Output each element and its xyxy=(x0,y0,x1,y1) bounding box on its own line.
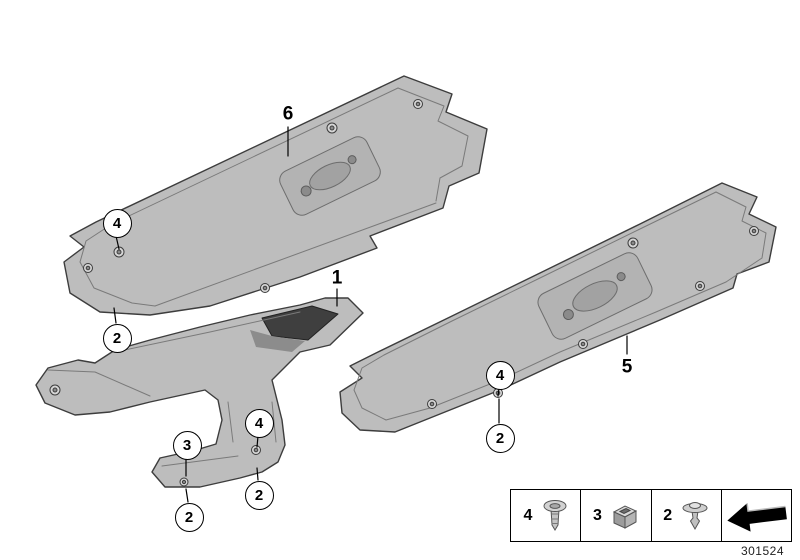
callout-6[interactable]: 6 xyxy=(282,103,294,125)
legend-item-4: 4 xyxy=(511,490,582,541)
expanding-rivet-icon xyxy=(543,499,567,531)
callout-2-bottom-mid[interactable]: 2 xyxy=(244,480,274,510)
callout-2-left[interactable]: 2 xyxy=(102,323,132,353)
legend-item-3-label: 3 xyxy=(593,506,602,524)
callout-4-right[interactable]: 4 xyxy=(485,360,515,390)
callout-1[interactable]: 1 xyxy=(331,267,343,289)
panel-5-underbody-shield xyxy=(339,182,777,433)
panel-1-underbody-cover xyxy=(35,297,364,488)
part-number: 301524 xyxy=(740,544,784,558)
fastener-legend: 4 3 2 xyxy=(510,489,792,542)
callout-2-bottom-left[interactable]: 2 xyxy=(174,502,204,532)
direction-arrow-icon xyxy=(727,502,787,532)
callout-5[interactable]: 5 xyxy=(621,356,633,378)
clip-rivet-icon xyxy=(682,501,708,530)
callout-4-left[interactable]: 4 xyxy=(102,208,132,238)
callout-4-center[interactable]: 4 xyxy=(244,408,274,438)
legend-item-2-label: 2 xyxy=(663,506,673,524)
legend-arrow-cell xyxy=(722,490,791,541)
callout-2-right[interactable]: 2 xyxy=(485,423,515,453)
legend-item-4-label: 4 xyxy=(523,506,533,524)
panel-6-underbody-shield xyxy=(63,75,488,316)
callout-leader-lines xyxy=(113,126,628,503)
legend-item-2: 2 xyxy=(652,490,722,541)
callout-3-center[interactable]: 3 xyxy=(172,430,202,460)
legend-item-3: 3 xyxy=(581,490,652,541)
cage-nut-icon xyxy=(612,504,637,529)
